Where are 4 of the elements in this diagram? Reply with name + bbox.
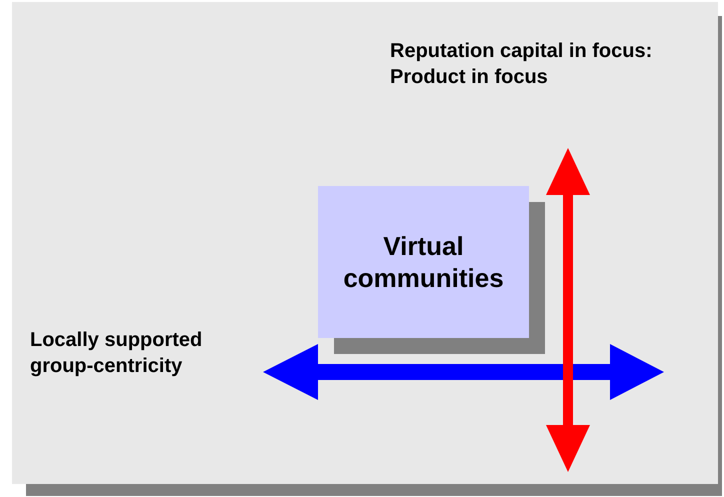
axis-label: Reputation capital in focus: Product in focus xyxy=(390,39,654,90)
axis-label: Locally supported group-centricity xyxy=(30,328,204,379)
process-box xyxy=(318,186,529,338)
box-label: Virtual communities xyxy=(342,230,505,294)
